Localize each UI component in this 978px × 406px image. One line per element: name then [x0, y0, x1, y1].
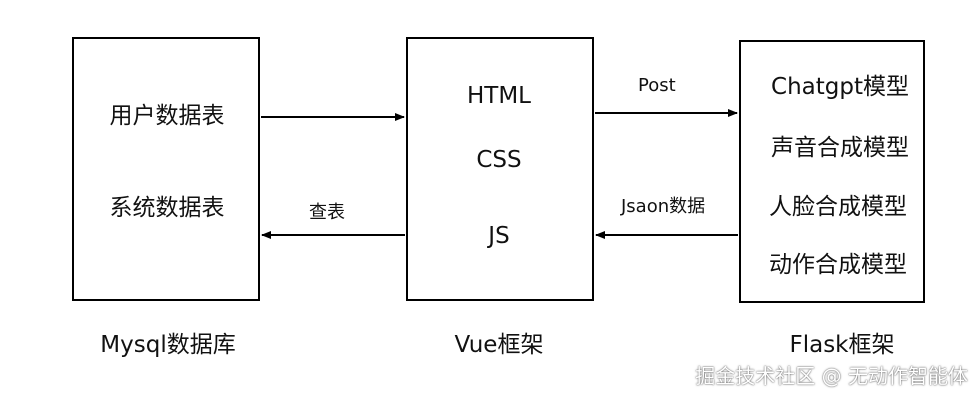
- flask-box: [739, 40, 925, 303]
- mysql-item-system-table: 系统数据表: [109, 195, 225, 221]
- caption-flask: Flask框架: [789, 332, 895, 358]
- caption-mysql: Mysql数据库: [100, 332, 236, 358]
- edge-label-post: Post: [638, 75, 676, 96]
- flask-item-motion: 动作合成模型: [769, 252, 907, 278]
- edge-label-json: Jsaon数据: [621, 196, 706, 217]
- flask-item-voice: 声音合成模型: [771, 135, 909, 161]
- mysql-item-user-table: 用户数据表: [109, 103, 225, 129]
- flask-item-chatgpt: Chatgpt模型: [771, 74, 909, 100]
- mysql-box: [72, 37, 260, 301]
- vue-item-html: HTML: [466, 83, 532, 109]
- vue-item-css: CSS: [476, 147, 522, 173]
- caption-vue: Vue框架: [454, 332, 544, 358]
- vue-item-js: JS: [488, 223, 510, 249]
- edge-label-query: 查表: [309, 202, 345, 223]
- vue-box: [406, 37, 594, 301]
- flask-item-face: 人脸合成模型: [769, 194, 907, 220]
- watermark: 掘金技术社区 @ 无动作智能体: [695, 364, 968, 388]
